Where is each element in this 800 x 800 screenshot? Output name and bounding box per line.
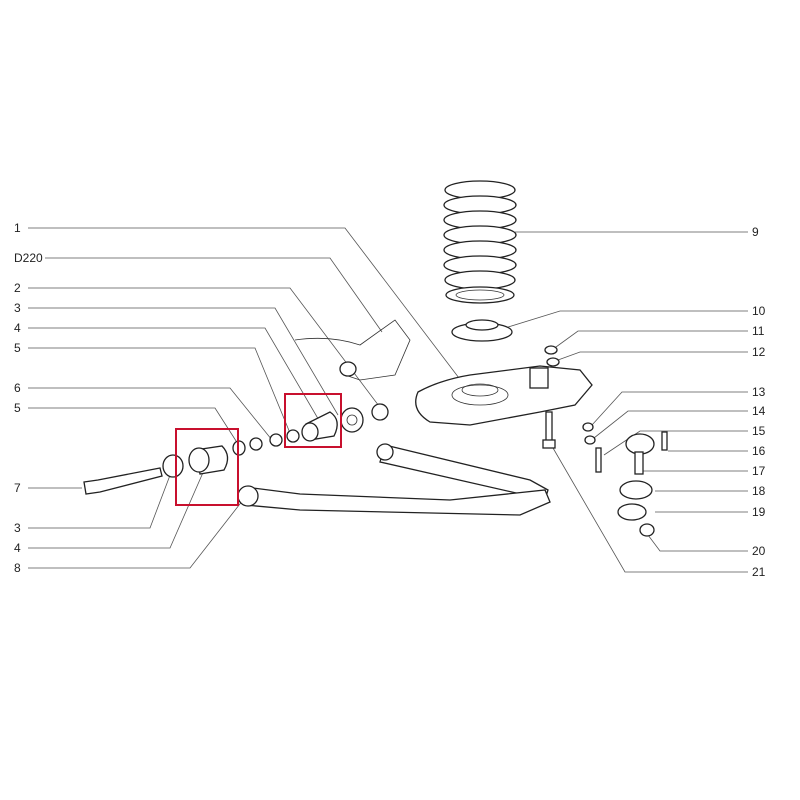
callout-20: 20 (752, 544, 766, 558)
callout-2: 2 (14, 281, 21, 295)
callout-labels-left: 1 D220 2 3 4 5 6 5 7 3 4 8 (14, 221, 43, 575)
callout-5: 5 (14, 341, 21, 355)
callout-14: 14 (752, 404, 766, 418)
upper-bushing-set (249, 403, 389, 451)
callout-18: 18 (752, 484, 766, 498)
callout-10: 10 (752, 304, 766, 318)
callout-19: 19 (752, 505, 766, 519)
lower-bushing-set (162, 440, 246, 478)
callout-1: 1 (14, 221, 21, 235)
callout-6: 6 (14, 381, 21, 395)
callout-d220: D220 (14, 251, 43, 265)
callout-7: 7 (14, 481, 21, 495)
tension-rod (376, 443, 549, 501)
callout-12: 12 (752, 345, 766, 359)
callout-3b: 3 (14, 521, 21, 535)
leader-lines (28, 227, 748, 573)
callout-9: 9 (752, 225, 759, 239)
lower-arm (237, 485, 551, 516)
long-bolt (83, 467, 163, 495)
callout-4: 4 (14, 321, 21, 335)
highlight-box-upper (284, 393, 342, 448)
callout-17: 17 (752, 464, 766, 478)
callout-4b: 4 (14, 541, 21, 555)
chassis-mount (294, 319, 411, 381)
coil-spring (443, 180, 517, 304)
bolt-21 (542, 411, 556, 449)
spring-seat (451, 319, 513, 342)
callout-3: 3 (14, 301, 21, 315)
callout-8: 8 (14, 561, 21, 575)
ball-joint-group (582, 422, 668, 537)
callout-15: 15 (752, 424, 766, 438)
callout-16: 16 (752, 444, 766, 458)
callout-11: 11 (752, 324, 765, 338)
callout-13: 13 (752, 385, 766, 399)
callout-21: 21 (752, 565, 766, 579)
callout-5b: 5 (14, 401, 21, 415)
callout-labels-right: 9 10 11 12 13 14 15 16 17 18 19 20 21 (752, 225, 766, 579)
highlight-box-lower (175, 428, 239, 506)
control-arm-plate (415, 365, 593, 426)
nuts (544, 345, 560, 367)
